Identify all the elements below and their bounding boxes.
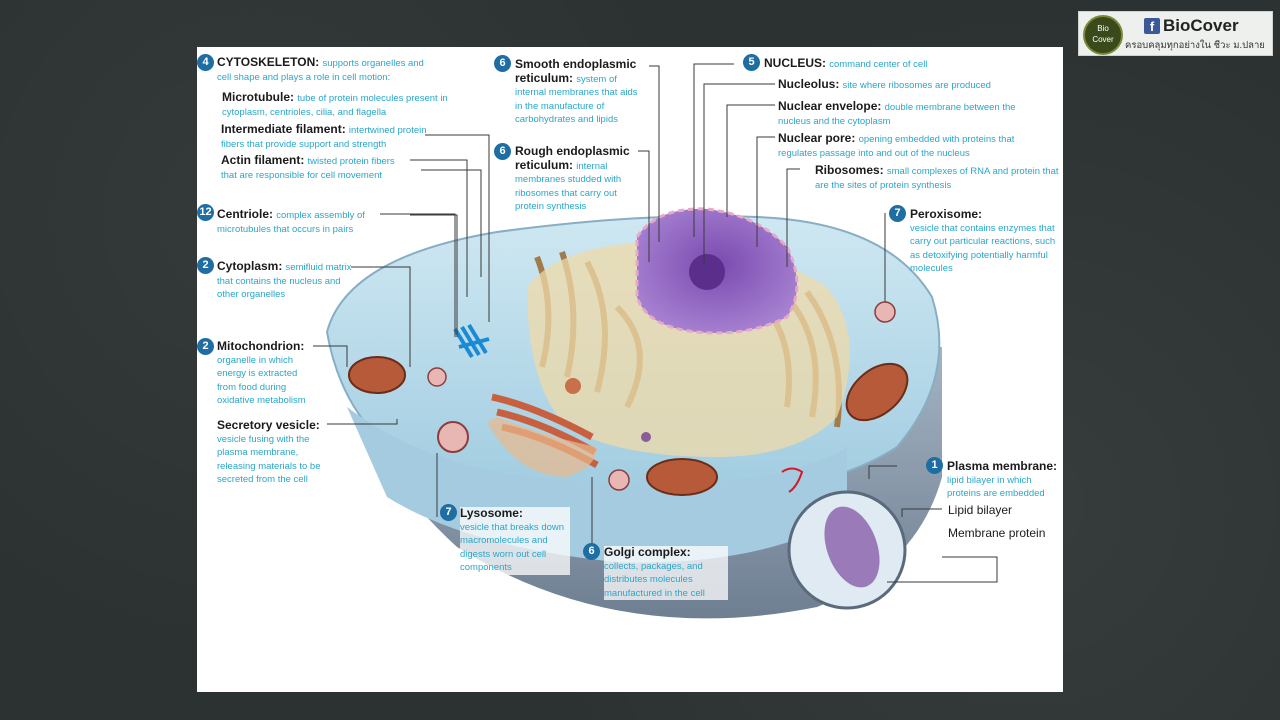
lysosome <box>437 421 469 453</box>
ribosomes-desc: small complexes of RNA and protein that … <box>815 166 1059 191</box>
rough-er-number-badge: 6 <box>494 143 511 160</box>
vesicle-bottom <box>608 469 630 491</box>
logo-badge-bottom: Cover <box>1092 35 1114 44</box>
golgi-desc: collects, packages, and distributes mole… <box>604 560 705 599</box>
mitochondrion-bottom <box>646 458 718 496</box>
peroxisome-number-badge: 7 <box>889 205 906 222</box>
facebook-icon: f <box>1144 18 1160 34</box>
nucleus-desc: command center of cell <box>829 59 928 70</box>
cytoskeleton-desc: supports organelles and cell shape and p… <box>217 58 424 83</box>
membrane-protein-label: Membrane protein <box>948 526 1046 540</box>
rough-er-title: Rough endoplasmic reticulum: <box>515 144 630 172</box>
cytoskeleton-label: CYTOSKELETON: supports organelles and ce… <box>217 56 437 84</box>
peroxisome-label: Peroxisome:vesicle that contains enzymes… <box>910 208 1065 276</box>
smooth-er-number-badge: 6 <box>494 55 511 72</box>
leader-lines <box>313 63 998 583</box>
cytoskeleton-title: CYTOSKELETON: <box>217 55 320 69</box>
nuclear-pore-label: Nuclear pore: opening embedded with prot… <box>778 132 1038 160</box>
smooth-er-desc: system of internal membranes that aids i… <box>515 73 638 126</box>
lysosome-title: Lysosome: <box>460 506 523 520</box>
ribosomes-label: Ribosomes: small complexes of RNA and pr… <box>815 164 1063 192</box>
nuclear-envelope-desc: double membrane between the nucleus and … <box>778 102 1016 127</box>
nuclear-pore-desc: opening embedded with proteins that regu… <box>778 134 1015 159</box>
cytoplasm-label: Cytoplasm: semifluid matrix that contain… <box>217 260 357 302</box>
cytoskeleton-number-badge: 4 <box>197 54 214 71</box>
actin-filament-desc: twisted protein fibers that are responsi… <box>221 156 395 181</box>
nucleolus-title: Nucleolus: <box>778 77 840 91</box>
golgi-number-badge: 6 <box>583 543 600 560</box>
microtubule-desc: tube of protein molecules present in cyt… <box>222 93 448 118</box>
centriole <box>453 323 490 359</box>
rough-er-desc: internal membranes studded with ribosome… <box>515 160 622 213</box>
biocover-logo[interactable]: Bio Cover f BioCover ครอบคลุมทุกอย่างใน … <box>1078 11 1273 56</box>
peroxisome-title: Peroxisome: <box>910 207 983 221</box>
red-annotation <box>781 467 804 493</box>
cell-illustration <box>313 63 998 619</box>
actin-filament-label: Actin filament: twisted protein fibers t… <box>221 154 411 182</box>
membrane-protein-shape <box>824 506 880 588</box>
smooth-er-label: Smooth endoplasmic reticulum: system of … <box>515 58 645 127</box>
golgi-title: Golgi complex: <box>604 545 691 559</box>
cytoplasm-title: Cytoplasm: <box>217 259 283 273</box>
cytoplasm-desc: semifluid matrix that contains the nucle… <box>217 262 352 300</box>
nuclear-envelope-label: Nuclear envelope: double membrane betwee… <box>778 100 1038 128</box>
centriole-number-badge: 12 <box>197 204 214 221</box>
mitochondrion-label: Mitochondrion:organelle in which energy … <box>217 340 317 408</box>
microtubule-label: Microtubule: tube of protein molecules p… <box>222 91 452 119</box>
plasma-membrane-desc: lipid bilayer in which proteins are embe… <box>947 474 1045 500</box>
plasma-membrane-number-badge: 1 <box>926 457 943 474</box>
rough-er-label: Rough endoplasmic reticulum: internal me… <box>515 145 640 214</box>
nucleolus-desc: site where ribosomes are produced <box>842 80 991 91</box>
orange-vesicle <box>565 378 581 394</box>
diagram-panel: 4 CYTOSKELETON: supports organelles and … <box>197 47 1063 692</box>
secretory-vesicle-desc: vesicle fusing with the plasma membrane,… <box>217 433 321 486</box>
nuclear-pore-title: Nuclear pore: <box>778 131 856 145</box>
intermediate-filament-title: Intermediate filament: <box>221 122 346 136</box>
plasma-membrane-label: Plasma membrane:lipid bilayer in which p… <box>947 460 1067 501</box>
ribosomes-title: Ribosomes: <box>815 163 884 177</box>
lysosome-number-badge: 7 <box>440 504 457 521</box>
mitochondrion-number-badge: 2 <box>197 338 214 355</box>
cytoplasm-number-badge: 2 <box>197 257 214 274</box>
mitochondrion-title: Mitochondrion: <box>217 339 305 353</box>
logo-brand: BioCover <box>1163 16 1239 35</box>
golgi-label: Golgi complex:collects, packages, and di… <box>604 546 728 600</box>
golgi-vesicle-cluster <box>487 417 597 477</box>
centriole-desc: complex assembly of microtubules that oc… <box>217 210 365 235</box>
lysosome-label: Lysosome:vesicle that breaks down macrom… <box>460 507 570 575</box>
actin-filament-title: Actin filament: <box>221 153 305 167</box>
small-vesicle <box>427 367 447 387</box>
logo-badge: Bio Cover <box>1083 15 1123 55</box>
microtubule-title: Microtubule: <box>222 90 294 104</box>
plasma-membrane-title: Plasma membrane: <box>947 459 1058 473</box>
intermediate-filament-label: Intermediate filament: intertwined prote… <box>221 123 446 151</box>
nucleus-label: NUCLEUS: command center of cell <box>764 57 1024 72</box>
centriole-title: Centriole: <box>217 207 274 221</box>
peroxisome-desc: vesicle that contains enzymes that carry… <box>910 222 1056 275</box>
logo-badge-top: Bio <box>1097 24 1109 33</box>
nucleus-number-badge: 5 <box>743 54 760 71</box>
mitochondrion-desc: organelle in which energy is extracted f… <box>217 354 306 407</box>
peroxisome <box>874 301 896 323</box>
lipid-bilayer-label: Lipid bilayer <box>948 503 1013 517</box>
secretory-vesicle-label: Secretory vesicle:vesicle fusing with th… <box>217 419 335 487</box>
logo-tagline: ครอบคลุมทุกอย่างใน ชีวะ ม.ปลาย <box>1125 40 1265 51</box>
nuclear-envelope-title: Nuclear envelope: <box>778 99 882 113</box>
centriole-label: Centriole: complex assembly of microtubu… <box>217 208 387 236</box>
mitochondrion-right <box>845 362 909 422</box>
intermediate-filament-desc: intertwined protein fibers that provide … <box>221 125 427 150</box>
nucleolus <box>689 254 725 290</box>
purple-vesicle <box>641 432 651 442</box>
secretory-vesicle-title: Secretory vesicle: <box>217 418 320 432</box>
nucleolus-label: Nucleolus: site where ribosomes are prod… <box>778 78 1038 93</box>
lysosome-desc: vesicle that breaks down macromolecules … <box>460 521 565 574</box>
smooth-er-title: Smooth endoplasmic reticulum: <box>515 57 637 85</box>
nucleus-title: NUCLEUS: <box>764 56 826 70</box>
mitochondrion-left <box>348 356 406 394</box>
